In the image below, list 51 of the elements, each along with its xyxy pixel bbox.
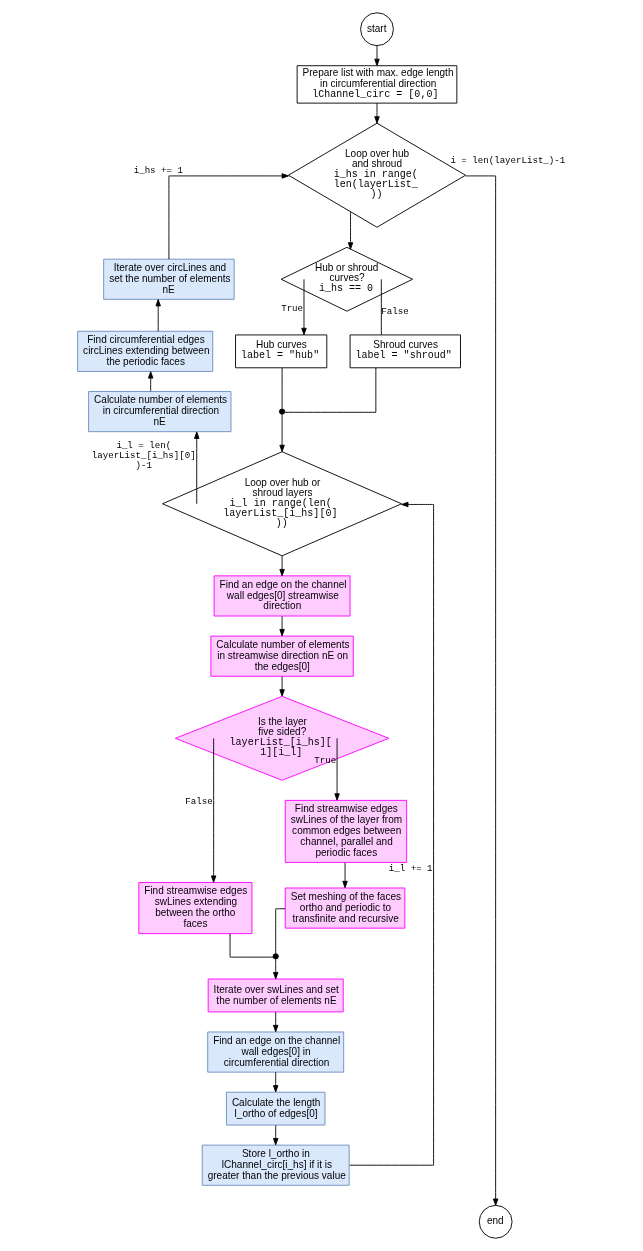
arrow [341,862,348,889]
node-circle: start [359,12,394,47]
arrow [373,102,380,124]
arrow [193,431,199,505]
arrow [210,737,216,883]
arrow [278,413,285,453]
arrow [333,737,340,801]
arrow [347,211,353,250]
arrow [278,555,285,577]
arrow [272,1124,278,1146]
node-box: Iterate over swLines and set the number of elements nE [207,978,344,1013]
arrow [147,371,153,392]
arrow [167,173,289,260]
arrow [272,1011,278,1033]
node-box: Store l_ortho in lChannel_circ[i_hs] if it is greater than the previous value [201,1144,350,1186]
node-box: Calculate number of elements in circumferential direction nE [87,391,231,433]
node-circle [272,953,279,960]
node-circle [278,408,285,415]
edge-label: i = len(layerList_)-1 [449,154,565,166]
arrow [373,45,380,66]
connector [229,933,273,958]
node-box: Find streamwise edges swLines extending between the ortho faces [137,882,252,935]
node-box: Calculate number of elements in streamwise direction nE on the edges[0] [209,635,354,677]
connector [380,278,382,336]
node-box: Hub curves label = "hub" [234,334,327,369]
edge-label: i_l += 1 [388,863,433,875]
node-circle: end [478,1204,513,1239]
node-box: Calculate the length l_ortho of edges[0] [225,1091,325,1126]
node-box: Find circumferential edges circLines extending between the periodic faces [76,330,213,372]
node-box: Find an edge on the channel wall edges[0] in circumferential direction [206,1031,344,1073]
arrow [155,299,161,332]
edge-label: False [184,796,213,808]
arrow [300,278,307,336]
edge-label: True [313,755,336,767]
node-box: Iterate over circLines and set the number of elements nE [102,258,235,300]
node-box: Find an edge on the channel wall edges[0] streamwise direction [213,575,351,617]
arrow [272,958,278,980]
edge-label: True [280,303,303,315]
arrow [278,676,285,697]
arrow [272,1071,278,1093]
node-box: Set meshing of the faces ortho and periodic to transfinite and recursive [284,887,405,929]
arrow [278,615,285,637]
arrow [348,501,434,1166]
node-box: Shroud curves label = "shroud" [349,334,461,369]
connector [281,367,283,410]
node-box: Find streamwise edges swLines of the layer from common edges between channel, parallel and periodic faces [284,799,407,863]
edge-label: i_hs += 1 [133,165,183,177]
connector [274,908,285,954]
arrow [464,175,498,1206]
node-box: Prepare list with max. edge length in circumferential direction lChannel_circ = [0,0] [296,65,457,104]
connector [283,367,376,413]
